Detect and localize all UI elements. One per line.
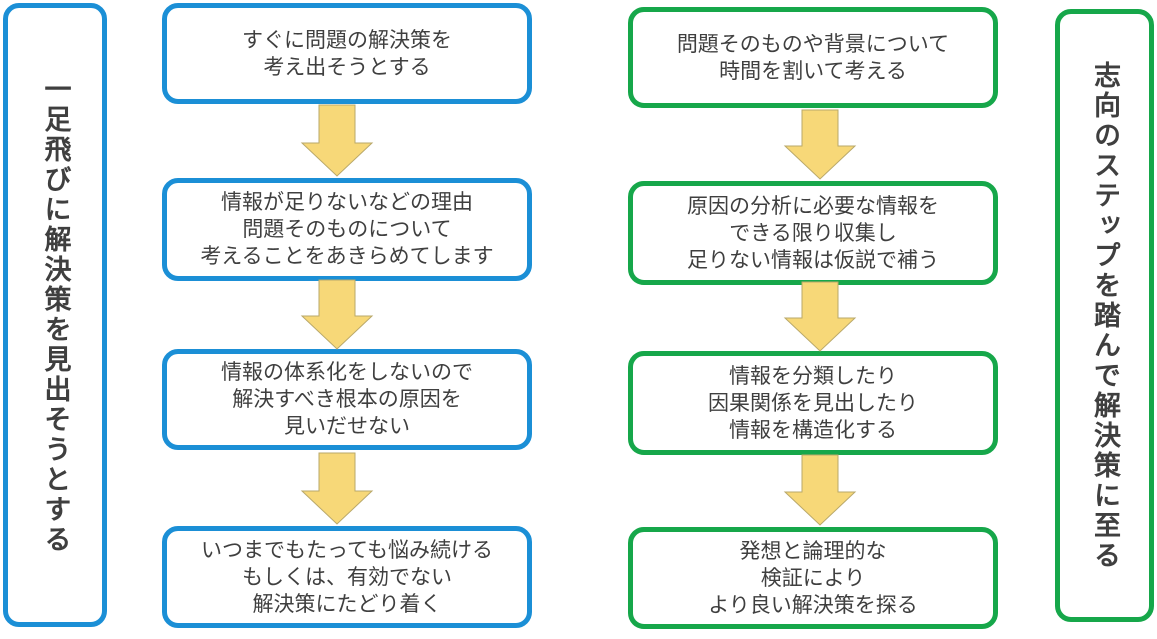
left-arrow-1 (300, 104, 374, 177)
left-step-4-line-1: いつまでもたっても悩み続ける (201, 537, 493, 562)
left-step-1-line-1: すぐに問題の解決策を (242, 27, 452, 52)
left-step-2-line-2: 問題そのものについて (242, 217, 452, 241)
right-step-1-line-2: 時間を割いて考える (719, 58, 907, 83)
left-step-3-text: 情報の体系化をしないので 解決すべき根本の原因を 見いだせない (221, 359, 473, 440)
right-step-2-text: 原因の分析に必要な情報を できる限り収集し 足りない情報は仮説で補う (687, 193, 939, 274)
left-step-2-line-3: 考えることをあきらめてします (200, 244, 494, 268)
left-step-3-line-3: 見いだせない (284, 414, 410, 438)
left-step-2: 情報が足りないなどの理由 問題そのものについて 考えることをあきらめてします (162, 178, 532, 281)
right-step-2-line-1: 原因の分析に必要な情報を (687, 193, 939, 218)
left-side-label-box: 一足飛びに解決策を見出そうとする (3, 3, 107, 627)
right-arrow-3 (783, 454, 857, 526)
left-arrow-3 (300, 452, 374, 525)
left-step-4: いつまでもたっても悩み続ける もしくは、有効でない 解決策にたどり着く (162, 526, 532, 628)
right-step-2: 原因の分析に必要な情報を できる限り収集し 足りない情報は仮説で補う (628, 181, 998, 285)
left-step-3-line-1: 情報の体系化をしないので (221, 360, 473, 384)
right-step-4-line-1: 発想と論理的な (739, 538, 887, 563)
left-step-4-line-3: 解決策にたどり着く (252, 591, 442, 616)
right-arrow-1 (783, 109, 857, 180)
left-side-label: 一足飛びに解決策を見出そうとする (39, 75, 71, 555)
right-side-label-box: 志向のステップを踏んで解決策に至る (1055, 9, 1154, 622)
right-step-3-text: 情報を分類したり 因果関係を見出したり 情報を構造化する (708, 363, 918, 444)
right-arrow-2 (783, 281, 857, 352)
left-step-1-line-2: 考え出そうとする (263, 54, 431, 79)
left-step-2-line-1: 情報が足りないなどの理由 (221, 190, 473, 214)
right-step-4-line-2: 検証により (760, 565, 866, 590)
left-step-4-text: いつまでもたっても悩み続ける もしくは、有効でない 解決策にたどり着く (201, 537, 493, 618)
left-step-1-text: すぐに問題の解決策を 考え出そうとする (242, 27, 452, 81)
right-step-3-line-2: 因果関係を見出したり (708, 390, 918, 415)
right-step-1-line-1: 問題そのものや背景について (676, 31, 950, 56)
right-step-4: 発想と論理的な 検証により より良い解決策を探る (628, 527, 998, 629)
left-step-3: 情報の体系化をしないので 解決すべき根本の原因を 見いだせない (162, 349, 532, 450)
left-step-1: すぐに問題の解決策を 考え出そうとする (162, 3, 532, 104)
right-step-1-text: 問題そのものや背景について 時間を割いて考える (677, 31, 949, 85)
left-step-4-line-2: もしくは、有効でない (242, 564, 452, 589)
left-step-3-line-2: 解決すべき根本の原因を (232, 387, 462, 411)
right-step-4-line-3: より良い解決策を探る (708, 592, 918, 617)
right-step-2-line-3: 足りない情報は仮説で補う (687, 247, 939, 272)
right-step-4-text: 発想と論理的な 検証により より良い解決策を探る (708, 538, 918, 619)
right-step-3-line-3: 情報を構造化する (729, 417, 897, 442)
left-step-2-text: 情報が足りないなどの理由 問題そのものについて 考えることをあきらめてします (200, 189, 493, 270)
right-step-2-line-2: できる限り収集し (729, 220, 897, 245)
right-step-3-line-1: 情報を分類したり (729, 363, 897, 388)
left-arrow-2 (300, 279, 374, 350)
right-step-1: 問題そのものや背景について 時間を割いて考える (628, 7, 998, 108)
right-step-3: 情報を分類したり 因果関係を見出したり 情報を構造化する (628, 351, 998, 455)
right-side-label: 志向のステップを踏んで解決策に至る (1089, 60, 1120, 571)
